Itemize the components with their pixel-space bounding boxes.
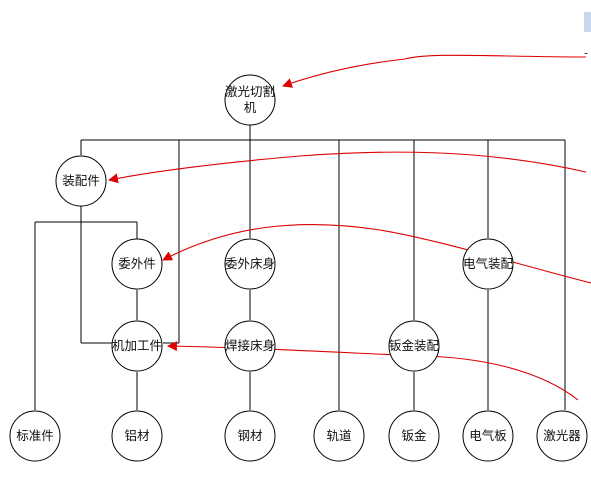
node-label: 轨道 (326, 428, 352, 443)
arrow-to-assembly (108, 151, 587, 184)
corner-mark (584, 12, 591, 32)
node-label: 装配件 (62, 173, 100, 188)
node-welded-bed[interactable]: 焊接床身 (224, 320, 276, 372)
node-aluminum[interactable]: 铝材 (111, 410, 163, 462)
node-rail[interactable]: 轨道 (313, 410, 365, 462)
node-steel[interactable]: 钢材 (224, 410, 276, 462)
node-label: 钣金装配 (389, 338, 440, 353)
node-sheet-metal-assembly[interactable]: 钣金装配 (388, 320, 440, 372)
arrow-to-laser-cutter (282, 54, 587, 88)
node-outsourced-bed[interactable]: 委外床身 (224, 238, 276, 290)
node-label: 钢材 (237, 428, 262, 443)
node-label: 焊接床身 (225, 338, 275, 353)
node-label: 激光器 (543, 428, 581, 443)
corner-mark-dash: - (584, 46, 588, 60)
node-label: 标准件 (16, 428, 54, 443)
node-outsourced[interactable]: 委外件 (111, 238, 163, 290)
node-electrical-board[interactable]: 电气板 (462, 410, 514, 462)
node-laser[interactable]: 激光器 (536, 410, 588, 462)
node-machined[interactable]: 机加工件 (111, 320, 163, 372)
node-label: 电气板 (469, 428, 507, 443)
node-label: 钣金 (401, 428, 427, 443)
tree-connectors (34, 125, 566, 410)
node-electrical-assembly[interactable]: 电气装配 (462, 238, 514, 290)
node-label: 机加工件 (112, 338, 162, 353)
node-label: 电气装配 (463, 256, 514, 271)
node-standard[interactable]: 标准件 (9, 410, 61, 462)
node-label: 铝材 (124, 428, 149, 443)
node-label: 激光切割 (225, 84, 275, 99)
node-laser-cutter[interactable]: 激光切割 机 (224, 74, 276, 126)
annotation-arrows (108, 54, 591, 401)
node-sheet-metal[interactable]: 钣金 (388, 410, 440, 462)
node-label: 委外床身 (225, 256, 275, 271)
node-assembly[interactable]: 装配件 (55, 155, 107, 207)
node-label: 机 (244, 100, 257, 115)
node-label: 委外件 (118, 256, 156, 271)
arrow-to-outsourced (162, 224, 591, 284)
